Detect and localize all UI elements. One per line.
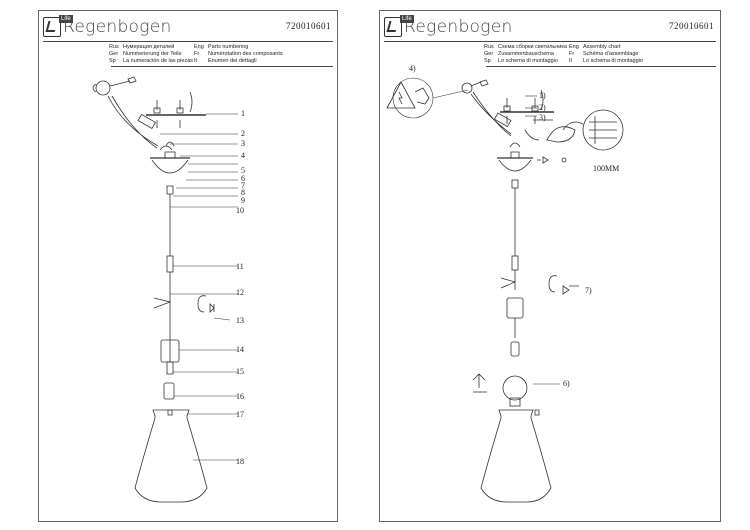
up-arrow-icon: [472, 373, 486, 388]
callout-number: 11: [236, 262, 244, 271]
hand-icon: [414, 87, 430, 105]
logo-mark-icon: [43, 17, 61, 37]
header-divider: [43, 41, 333, 42]
callout-number: 1: [241, 109, 245, 118]
logo-mark-icon: [384, 17, 402, 37]
lamp-socket: [506, 297, 524, 319]
ceiling-dowel-icon: [546, 126, 576, 143]
callout-number: 18: [236, 457, 244, 466]
callout-number: 9: [241, 196, 245, 205]
detail-label: 100MM: [593, 164, 620, 173]
callout-number: 14: [236, 345, 244, 354]
brand-name: Regenbogen: [63, 17, 172, 37]
step-number: 3): [539, 113, 546, 122]
step-number: 4): [409, 64, 416, 73]
callout-number: 7: [241, 181, 245, 190]
ceiling-hook-icon: [197, 295, 207, 313]
brand-badge: Life: [59, 15, 73, 23]
glass-shade: [134, 409, 208, 503]
glass-shade: [480, 409, 552, 503]
callout-number: 13: [236, 316, 244, 325]
callout-number: 5: [241, 166, 245, 175]
header-divider: [384, 41, 716, 42]
brand-name: Regenbogen: [404, 17, 513, 37]
callout-number: 17: [236, 410, 244, 419]
legend-divider: [486, 66, 716, 67]
product-code: 720010601: [669, 21, 714, 31]
cord-grip: [166, 185, 174, 195]
terminal-plug-icon: [109, 76, 137, 87]
electric-warning-icon: [386, 81, 416, 109]
callout-number: 16: [236, 392, 244, 401]
callout-number: 2: [241, 129, 245, 138]
light-bulb-icon: [502, 375, 528, 401]
callout-number: 15: [236, 367, 244, 376]
callout-number: 6: [241, 174, 245, 183]
callout-number: 10: [236, 206, 244, 215]
driver-box-icon: [493, 112, 512, 128]
step-number: 7): [585, 286, 592, 295]
callout-number: 4: [241, 151, 245, 160]
assembly-drawing: [386, 77, 624, 503]
detail-magnifier: [582, 109, 624, 151]
callout-number: 12: [236, 288, 244, 297]
wire-connector-icon: [95, 80, 111, 96]
exploded-parts-drawing: [92, 76, 238, 503]
brand-logo: Life Regenbogen: [43, 15, 172, 39]
canopy: [151, 159, 189, 174]
product-code: 720010601: [286, 21, 331, 31]
callout-number: 8: [241, 188, 245, 197]
driver-box-icon: [137, 113, 156, 130]
legend-divider: [111, 66, 333, 67]
callout-number: 3: [241, 139, 245, 148]
ceiling-hook-icon: [548, 275, 558, 293]
brand-badge: Life: [400, 15, 414, 23]
step-number: 2): [539, 103, 546, 112]
brand-logo: Life Regenbogen: [384, 15, 513, 39]
step-number: 1): [539, 91, 546, 100]
canopy: [498, 159, 532, 172]
step-number: 6): [563, 379, 570, 388]
